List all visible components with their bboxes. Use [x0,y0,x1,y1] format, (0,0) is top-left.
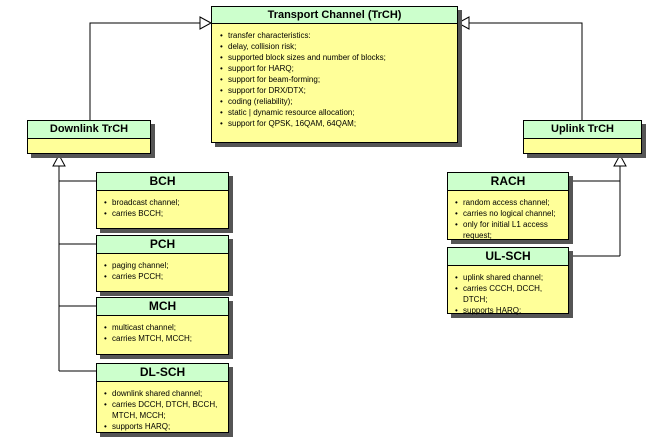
characteristic-item: support for beam-forming; [220,74,457,85]
transport-channel-class: Transport Channel (TrCH) transfer charac… [211,6,458,143]
bch-body: broadcast channel; carries BCCH; [97,191,228,228]
dl-sch-item: downlink shared channel; [104,388,224,399]
rach-item: carries no logical channel; [455,208,564,219]
dl-sch-item: supports HARQ; [104,421,224,432]
mch-item: multicast channel; [104,322,224,333]
characteristic-item: support for DRX/DTX; [220,85,457,96]
trch-left-arrowhead [199,16,213,30]
dl-sch-title: DL-SCH [97,364,228,382]
mch-item: carries MTCH, MCCH; [104,333,224,344]
characteristic-item: support for HARQ; [220,63,457,74]
rach-item: random access channel; [455,197,564,208]
uplink-trch-class: Uplink TrCH [523,120,642,154]
bch-class: BCH broadcast channel; carries BCCH; [96,172,229,229]
dl-sch-class: DL-SCH downlink shared channel; carries … [96,363,229,433]
uplink-arrowhead [613,153,627,167]
pch-item: carries PCCH; [104,271,224,282]
ul-sch-item: supports HARQ; [455,305,564,316]
ul-sch-title: UL-SCH [448,248,568,266]
pch-class: PCH paging channel; carries PCCH; [96,235,229,292]
downlink-to-trch-connector [89,22,200,120]
bch-item: broadcast channel; [104,197,224,208]
bch-item: carries BCCH; [104,208,224,219]
transport-channel-intro: transfer characteristics: [220,30,457,41]
characteristic-item: static | dynamic resource allocation; [220,107,457,118]
bch-title: BCH [97,173,228,191]
ul-sch-item: carries CCCH, DCCH, DTCH; [455,283,564,305]
ul-sch-item: uplink shared channel; [455,272,564,283]
transport-characteristics-list: delay, collision risk; supported block s… [220,41,457,129]
transport-channel-characteristics: transfer characteristics: [220,30,457,41]
pch-item: paging channel; [104,260,224,271]
dl-sch-body: downlink shared channel; carries DCCH, D… [97,382,228,432]
trch-right-arrowhead [456,16,470,30]
ul-sch-class: UL-SCH uplink shared channel; carries CC… [447,247,569,316]
rach-title: RACH [448,173,568,191]
downlink-arrowhead [52,153,66,167]
transport-channel-title: Transport Channel (TrCH) [212,7,457,24]
mch-class: MCH multicast channel; carries MTCH, MCC… [96,297,229,355]
rach-class: RACH random access channel; carries no l… [447,172,569,240]
characteristic-item: delay, collision risk; [220,41,457,52]
pch-body: paging channel; carries PCCH; [97,254,228,291]
rach-item: only for initial L1 access request; [455,219,564,241]
pch-title: PCH [97,236,228,254]
downlink-trch-title: Downlink TrCH [28,121,150,139]
uplink-to-trch-connector [469,22,583,120]
rach-body: random access channel; carries no logica… [448,191,568,241]
transport-channel-body: transfer characteristics: delay, collisi… [212,24,457,142]
mch-title: MCH [97,298,228,316]
ul-sch-body: uplink shared channel; carries CCCH, DCC… [448,266,568,316]
mch-body: multicast channel; carries MTCH, MCCH; [97,316,228,354]
characteristic-item: support for QPSK, 16QAM, 64QAM; [220,118,457,129]
downlink-trch-class: Downlink TrCH [27,120,151,154]
uplink-trch-body [524,139,641,153]
uplink-trch-title: Uplink TrCH [524,121,641,139]
dl-sch-item: carries DCCH, DTCH, BCCH, MTCH, MCCH; [104,399,224,421]
downlink-trch-body [28,139,150,153]
characteristic-item: coding (reliability); [220,96,457,107]
characteristic-item: supported block sizes and number of bloc… [220,52,457,63]
